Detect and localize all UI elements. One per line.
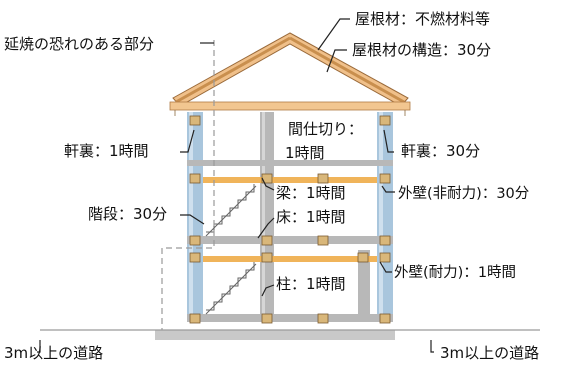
- label-fire-spread-zone: 延焼の恐れのある部分: [4, 35, 154, 53]
- label-beam: 梁：1時間: [276, 184, 346, 202]
- label-column: 柱：1時間: [276, 275, 346, 293]
- label-roof-structure: 屋根材の構造：30分: [352, 41, 491, 59]
- label-eaves-right: 軒裏：30分: [401, 142, 480, 160]
- labels: 延焼の恐れのある部分 屋根材：不燃材料等 屋根材の構造：30分 軒裏：1時間 間…: [4, 10, 539, 362]
- beams: [187, 160, 393, 322]
- leader-lines: [37, 18, 434, 353]
- fire-spread-zone-outline: [161, 40, 215, 330]
- label-eaves-left: 軒裏：1時間: [64, 142, 149, 160]
- label-roof-material: 屋根材：不燃材料等: [355, 10, 490, 28]
- label-stairs: 階段：30分: [88, 205, 167, 223]
- stairs-lower: [205, 262, 257, 315]
- ground: [40, 329, 540, 340]
- label-exterior-wall-bearing: 外壁(耐力)：1時間: [394, 264, 516, 281]
- label-partition-line2: 1時間: [285, 144, 325, 162]
- label-exterior-wall-nonbearing: 外壁(非耐力)：30分: [398, 185, 529, 202]
- roof: [169, 32, 411, 116]
- label-floor: 床：1時間: [276, 208, 346, 226]
- joints: [189, 115, 391, 324]
- label-partition-line1: 間仕切り：: [288, 120, 363, 138]
- label-road-right: 3m以上の道路: [440, 344, 539, 362]
- label-road-left: 3m以上の道路: [4, 344, 103, 362]
